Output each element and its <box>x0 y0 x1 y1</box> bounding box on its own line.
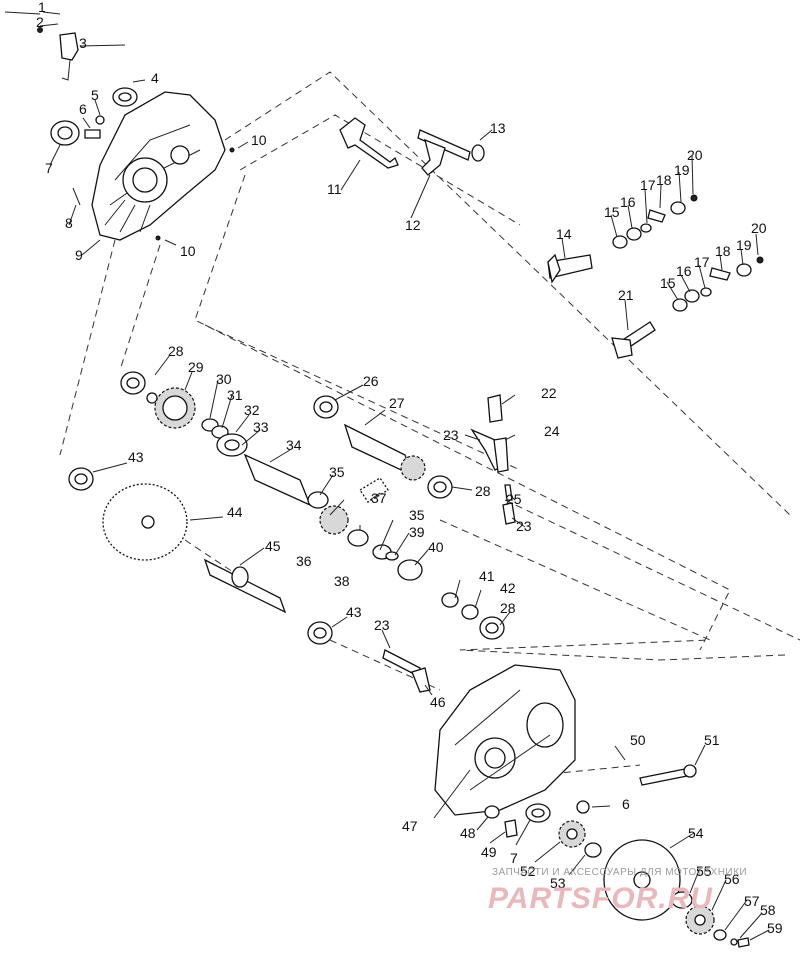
callout-4: 4 <box>151 70 159 86</box>
callout-1: 1 <box>38 0 46 15</box>
callout-28: 28 <box>500 600 516 616</box>
callout-42: 42 <box>500 580 516 596</box>
callout-51: 51 <box>704 732 720 748</box>
callout-43: 43 <box>128 449 144 465</box>
callout-21: 21 <box>618 287 634 303</box>
callout-35: 35 <box>409 507 425 523</box>
callout-11: 11 <box>327 181 342 197</box>
callout-43: 43 <box>346 604 362 620</box>
callout-24: 24 <box>544 423 560 439</box>
callout-19: 19 <box>674 162 690 178</box>
callout-14: 14 <box>556 226 572 242</box>
callout-5: 5 <box>91 87 99 103</box>
callout-3: 3 <box>79 35 87 51</box>
callout-18: 18 <box>715 243 731 259</box>
callout-10: 10 <box>251 132 267 148</box>
callout-17: 17 <box>694 254 710 270</box>
callout-6: 6 <box>79 101 87 117</box>
callout-59: 59 <box>767 920 783 936</box>
watermark-caption: ЗАПЧАСТИ И АКСЕССУАРЫ ДЛЯ МОТОТЕХНИКИ <box>492 867 747 878</box>
shift-drum-assembly <box>547 194 764 359</box>
callout-7: 7 <box>510 850 518 866</box>
callout-20: 20 <box>751 220 767 236</box>
callout-12: 12 <box>405 217 421 233</box>
callout-48: 48 <box>460 825 476 841</box>
left-case-cover <box>91 91 226 241</box>
callout-40: 40 <box>428 539 444 555</box>
callout-54: 54 <box>688 825 704 841</box>
callout-33: 33 <box>253 419 269 435</box>
callout-57: 57 <box>744 893 760 909</box>
callout-50: 50 <box>630 732 646 748</box>
callout-49: 49 <box>481 844 497 860</box>
callout-13: 13 <box>490 120 506 136</box>
shift-fork-shaft <box>339 117 485 176</box>
watermark: ЗАПЧАСТИ И АКСЕССУАРЫ ДЛЯ МОТОТЕХНИКИ PA… <box>488 867 747 915</box>
small-fasteners-top-left <box>4 11 235 241</box>
callout-36: 36 <box>296 553 312 569</box>
callout-38: 38 <box>334 573 350 589</box>
callout-16: 16 <box>620 194 636 210</box>
callout-19: 19 <box>736 237 752 253</box>
callout-26: 26 <box>363 373 379 389</box>
callout-56: 56 <box>724 871 740 887</box>
callout-leaders <box>39 11 770 941</box>
callout-45: 45 <box>265 538 281 554</box>
callout-39: 39 <box>409 524 425 540</box>
callout-58: 58 <box>760 902 776 918</box>
callout-2: 2 <box>36 14 44 30</box>
watermark-logo: PARTSFOR.RU <box>488 882 713 915</box>
gear-train <box>68 371 505 645</box>
callout-41: 41 <box>479 568 495 584</box>
callout-27: 27 <box>389 395 405 411</box>
callout-9: 9 <box>75 247 83 263</box>
shift-cam-parts <box>470 394 516 525</box>
callout-7: 7 <box>45 160 53 176</box>
callout-23: 23 <box>443 427 459 443</box>
callout-23: 23 <box>374 617 390 633</box>
callout-46: 46 <box>430 694 446 710</box>
callout-32: 32 <box>244 402 260 418</box>
callout-28: 28 <box>475 483 491 499</box>
callout-15: 15 <box>604 204 620 220</box>
callout-31: 31 <box>227 387 243 403</box>
assembly-guide-lines <box>59 71 800 776</box>
callout-52: 52 <box>520 863 536 879</box>
callout-20: 20 <box>687 147 703 163</box>
callout-47: 47 <box>402 818 418 834</box>
callout-44: 44 <box>227 504 243 520</box>
callout-29: 29 <box>188 359 204 375</box>
callout-30: 30 <box>216 371 232 387</box>
callout-37: 37 <box>371 490 387 506</box>
callout-16: 16 <box>676 263 692 279</box>
callout-55: 55 <box>696 863 712 879</box>
right-case-assembly <box>382 649 750 948</box>
callout-34: 34 <box>286 437 302 453</box>
callout-15: 15 <box>660 275 676 291</box>
callout-6: 6 <box>622 796 630 812</box>
callout-10: 10 <box>180 243 196 259</box>
callout-8: 8 <box>65 215 73 231</box>
callout-22: 22 <box>541 385 557 401</box>
callout-23: 23 <box>516 518 532 534</box>
callout-18: 18 <box>656 172 672 188</box>
callout-53: 53 <box>550 875 566 891</box>
callout-25: 25 <box>506 491 522 507</box>
callout-17: 17 <box>640 177 656 193</box>
callout-28: 28 <box>168 343 184 359</box>
callout-35: 35 <box>329 464 345 480</box>
